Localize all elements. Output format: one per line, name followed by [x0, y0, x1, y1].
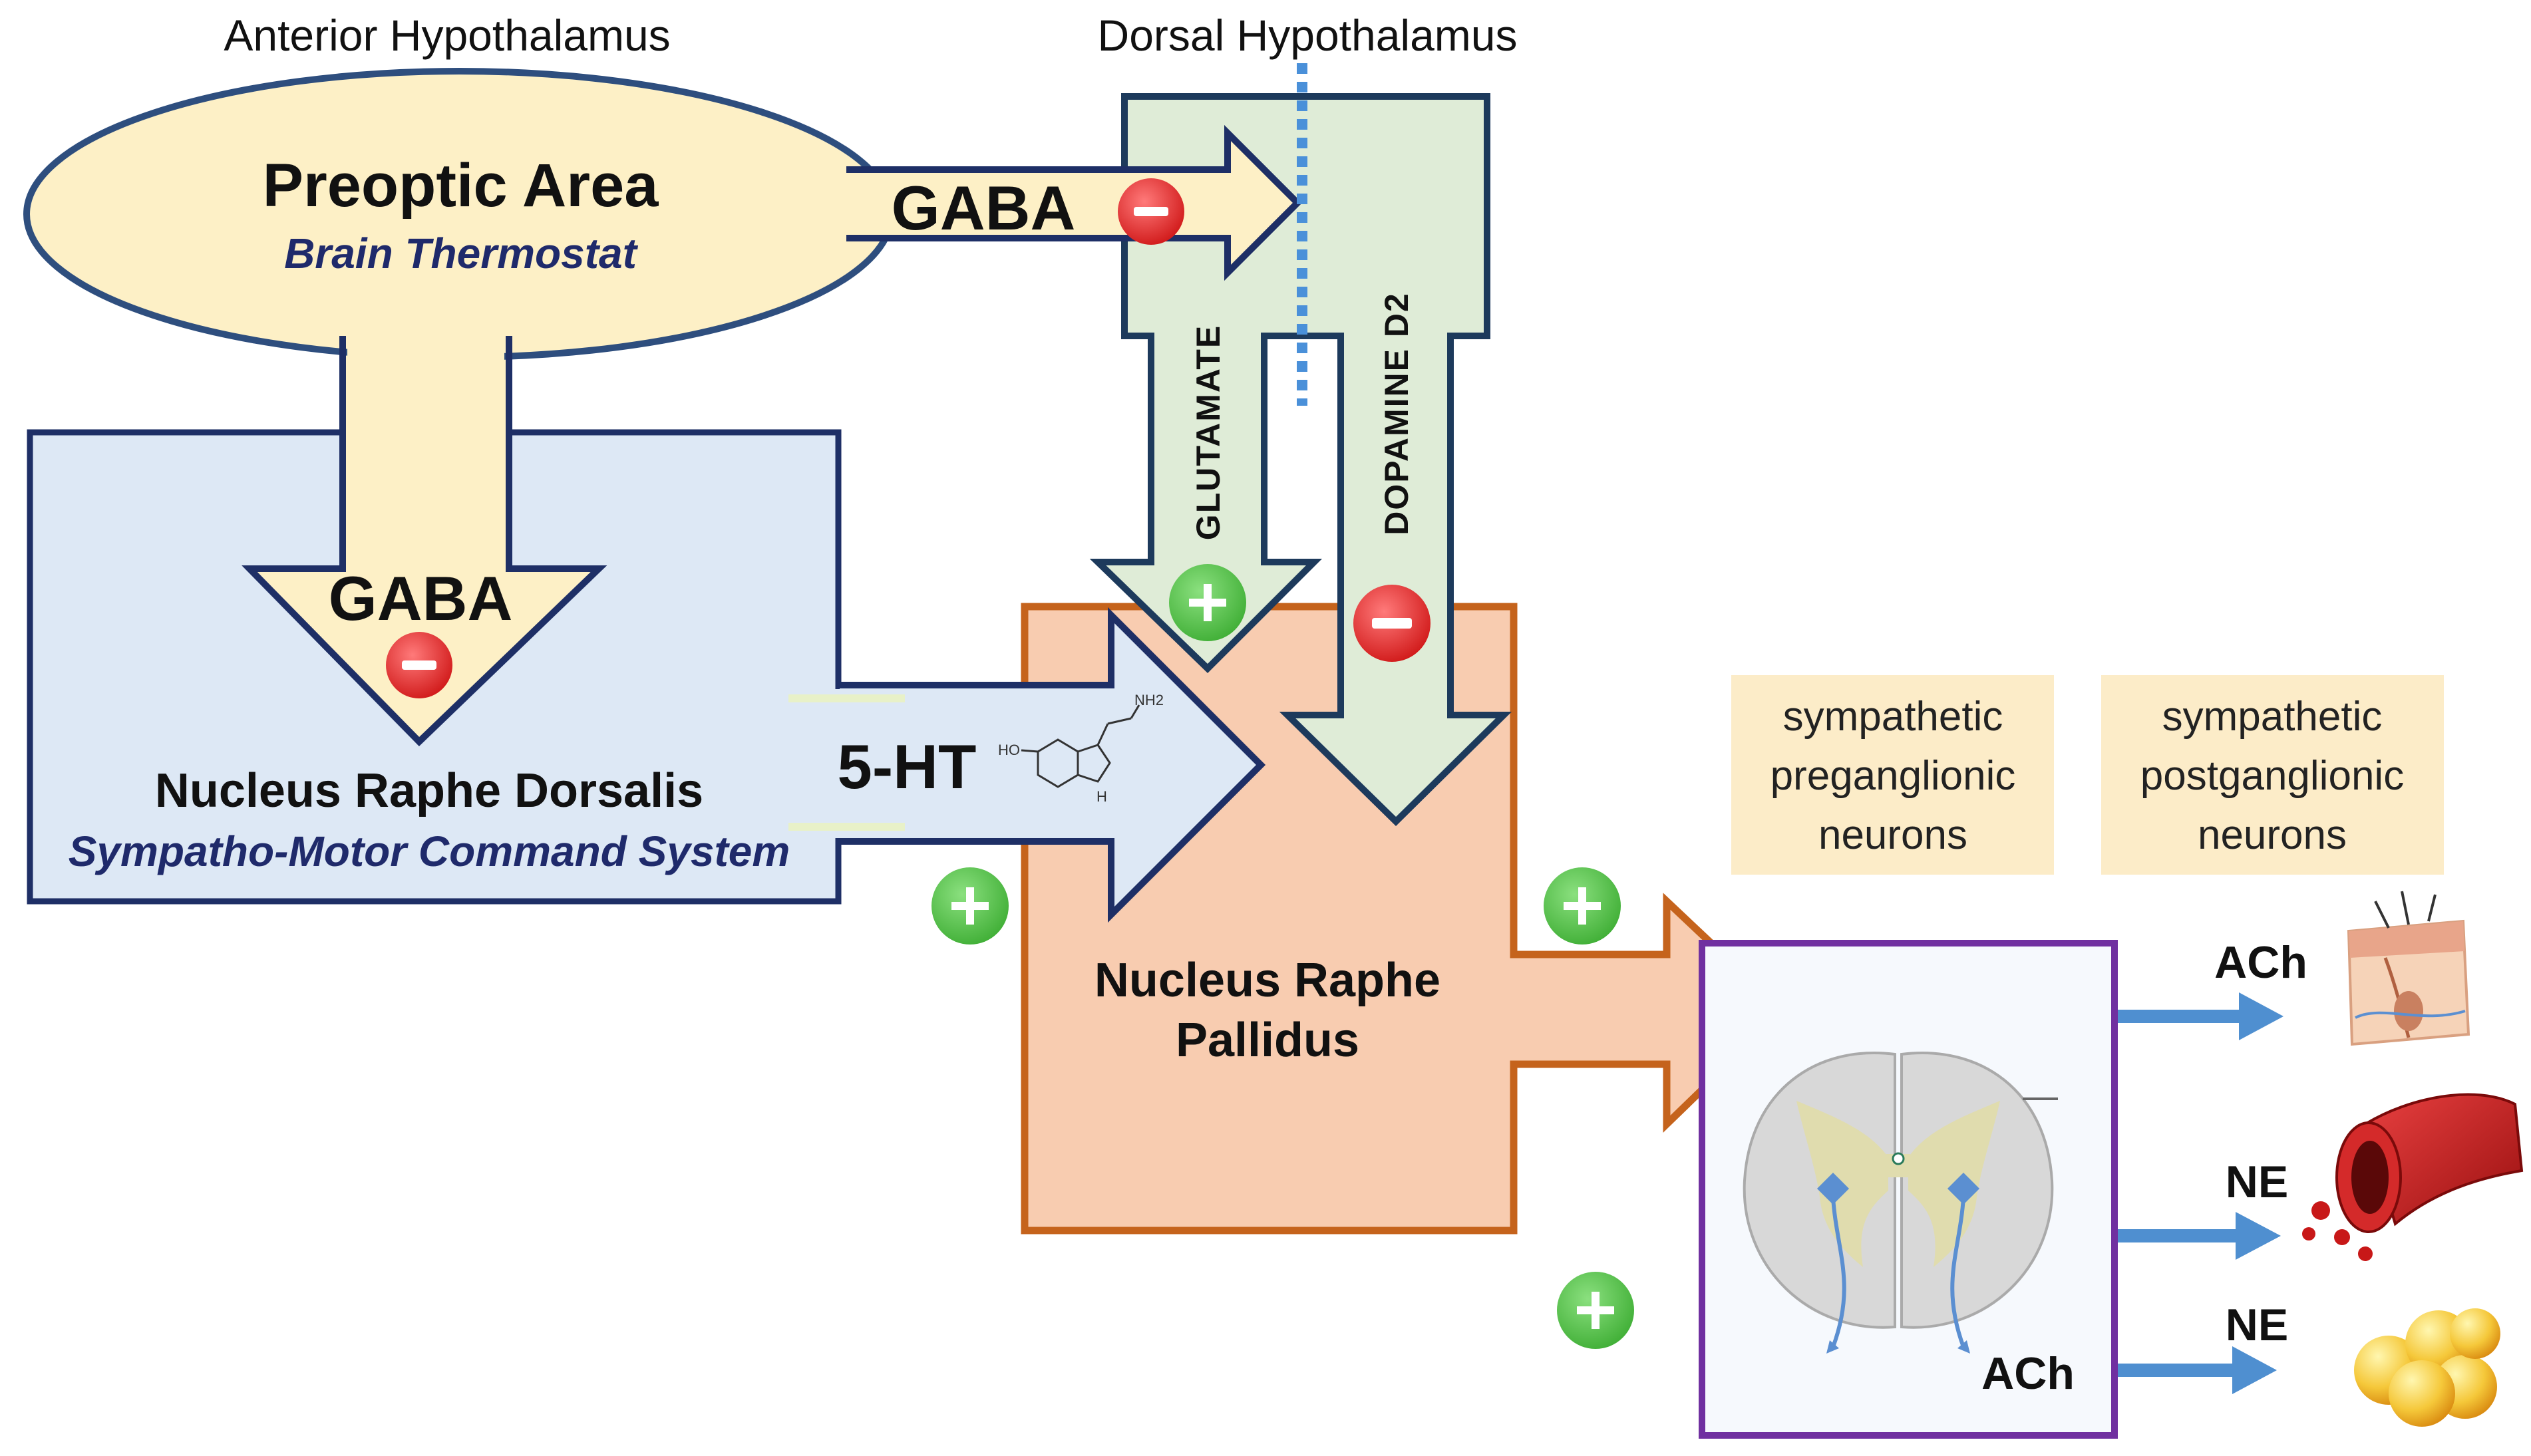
output-label-ach: ACh [2214, 937, 2307, 988]
raphe-pallidus-line2: Pallidus [1176, 1014, 1359, 1067]
postganglionic-line3: neurons [2198, 812, 2347, 858]
dorsal-hypothalamus-label: Dorsal Hypothalamus [1098, 11, 1518, 60]
serotonin-excite-icon [931, 867, 1009, 945]
preoptic-arrow-join [347, 336, 504, 416]
spinal-excite-icon [1557, 1272, 1634, 1349]
raphe-dorsalis-title: Nucleus Raphe Dorsalis [155, 764, 703, 817]
output-arrow-fat [2118, 1346, 2277, 1394]
preganglionic-box [1731, 675, 2054, 875]
preoptic-subtitle: Brain Thermostat [284, 229, 639, 277]
molecule-nh: H [1097, 788, 1107, 805]
dopamine-inhibit-icon [1353, 585, 1431, 662]
postganglionic-line2: postganglionic [2140, 753, 2404, 799]
gaba-down-inhibit-icon [386, 632, 452, 698]
output-label-ne-fat: NE [2226, 1300, 2288, 1350]
output-arrow-vessel [2118, 1212, 2281, 1260]
postganglionic-line1: sympathetic [2162, 694, 2383, 740]
fat-cells-icon [2354, 1308, 2500, 1427]
preganglionic-line3: neurons [1818, 812, 1967, 858]
gaba-right-label: GABA [892, 173, 1076, 243]
anterior-hypothalamus-label: Anterior Hypothalamus [224, 11, 670, 60]
raphe-pallidus-line1: Nucleus Raphe [1095, 954, 1440, 1007]
serotonin-label: 5-HT [838, 732, 977, 801]
preganglionic-line2: preganglionic [1771, 753, 2016, 799]
gaba-down-label: GABA [329, 563, 513, 633]
dopamine-label: DOPAMINE D2 [1378, 292, 1415, 535]
spinal-cord-illustration [1743, 1052, 2058, 1354]
glutamate-label: GLUTAMATE [1190, 325, 1227, 540]
skin-icon [2347, 891, 2470, 1046]
molecule-ho: HO [998, 742, 1020, 758]
postganglionic-box [2101, 675, 2444, 875]
preoptic-title: Preoptic Area [263, 152, 659, 219]
raphe-dorsalis-subtitle: Sympatho-Motor Command System [69, 827, 790, 875]
glutamate-excite-icon [1169, 564, 1246, 641]
serotonin-arrow-base [825, 689, 849, 838]
gaba-right-inhibit-icon [1118, 178, 1184, 245]
spinal-ach-label: ACh [1981, 1348, 2075, 1399]
output-arrow-skin [2118, 992, 2283, 1040]
serotonin-molecule [1021, 704, 1140, 788]
preganglionic-line1: sympathetic [1783, 694, 2003, 740]
output-label-ne-vessel: NE [2226, 1157, 2288, 1207]
blood-vessel-icon [2302, 1093, 2524, 1261]
serotonin-arrow [840, 607, 1266, 923]
pallidus-excite-icon [1544, 867, 1621, 945]
molecule-nh2: NH2 [1134, 692, 1164, 708]
gaba-right-arrow-join [818, 174, 858, 235]
